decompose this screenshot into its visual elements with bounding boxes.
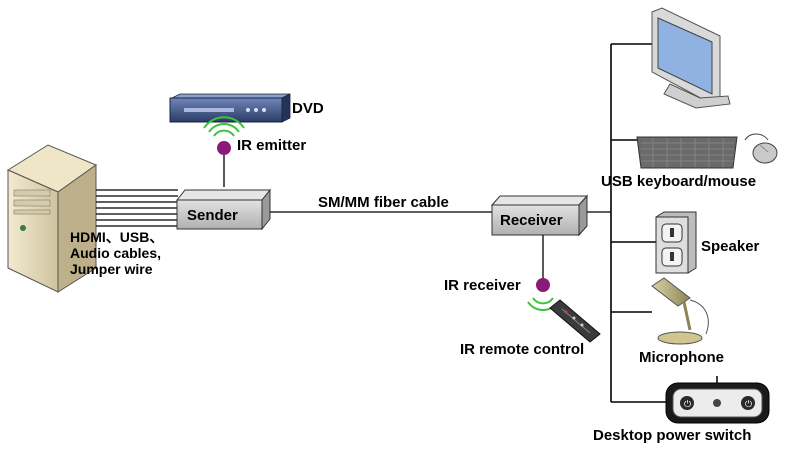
ir-receiver-icon xyxy=(527,278,559,311)
ir-receiver-label: IR receiver xyxy=(444,277,521,294)
microphone-icon xyxy=(651,277,709,345)
speaker-label: Speaker xyxy=(701,238,760,255)
power-switch-icon: ⏻ ⏻ xyxy=(665,376,770,424)
cable-bundle xyxy=(96,189,178,227)
svg-text:⏻: ⏻ xyxy=(745,399,752,410)
monitor-icon xyxy=(651,7,731,109)
ir-emitter-label: IR emitter xyxy=(237,137,306,154)
dvd-player-icon xyxy=(169,93,291,123)
sender-box xyxy=(175,188,272,231)
cables-label-line3: Jumper wire xyxy=(70,261,153,277)
speaker-icon xyxy=(655,211,697,274)
cables-label-line1: HDMI、USB、 xyxy=(70,229,163,245)
microphone-label: Microphone xyxy=(639,349,724,366)
sender-label: Sender xyxy=(187,207,238,224)
mouse-icon xyxy=(744,133,778,164)
power-switch-label: Desktop power switch xyxy=(593,427,751,444)
dvd-label: DVD xyxy=(292,100,324,117)
fiber-cable-label: SM/MM fiber cable xyxy=(318,194,449,211)
ir-remote-label: IR remote control xyxy=(460,341,584,358)
receiver-label: Receiver xyxy=(500,212,563,229)
computer-tower-icon xyxy=(6,144,98,293)
usb-keyboard-mouse-label: USB keyboard/mouse xyxy=(601,173,756,190)
keyboard-icon xyxy=(636,136,738,169)
ir-emitter-icon xyxy=(203,116,245,155)
ir-remote-icon xyxy=(549,299,601,343)
receiver-box xyxy=(490,194,589,237)
cables-label-line2: Audio cables, xyxy=(70,245,161,261)
output-bus xyxy=(610,43,666,403)
svg-text:⏻: ⏻ xyxy=(684,399,691,410)
